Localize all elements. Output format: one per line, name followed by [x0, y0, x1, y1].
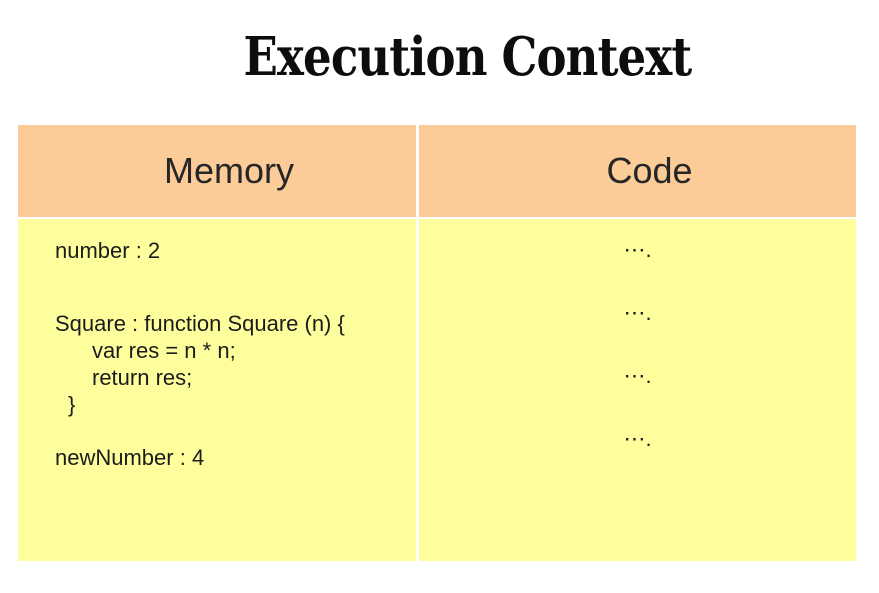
code-ellipsis-line: ⋯. [623, 237, 652, 262]
memory-line-return: return res; [92, 365, 193, 390]
memory-header-label: Memory [163, 150, 294, 191]
execution-context-table: Memory Code number : 2 Square : function… [18, 125, 856, 561]
memory-cell: number : 2 Square : function Square (n) … [18, 219, 416, 561]
memory-line-var-res: var res = n * n; [92, 338, 236, 363]
memory-line-close-brace: } [68, 392, 76, 417]
memory-header-cell: Memory [18, 125, 416, 217]
code-cell: ⋯. ⋯. ⋯. ⋯. [419, 219, 856, 561]
code-ellipsis-line: ⋯. [623, 300, 652, 325]
title-container: Execution Context [0, 28, 879, 86]
code-header-label: Code [606, 150, 693, 191]
memory-line-function-open: Square : function Square (n) { [55, 311, 345, 336]
page-title: Execution Context [243, 26, 693, 88]
code-ellipsis-line: ⋯. [623, 363, 652, 388]
memory-line-number: number : 2 [55, 238, 161, 263]
code-header-cell: Code [419, 125, 856, 217]
memory-line-newnumber: newNumber : 4 [55, 445, 205, 470]
code-ellipsis-line: ⋯. [623, 426, 652, 451]
